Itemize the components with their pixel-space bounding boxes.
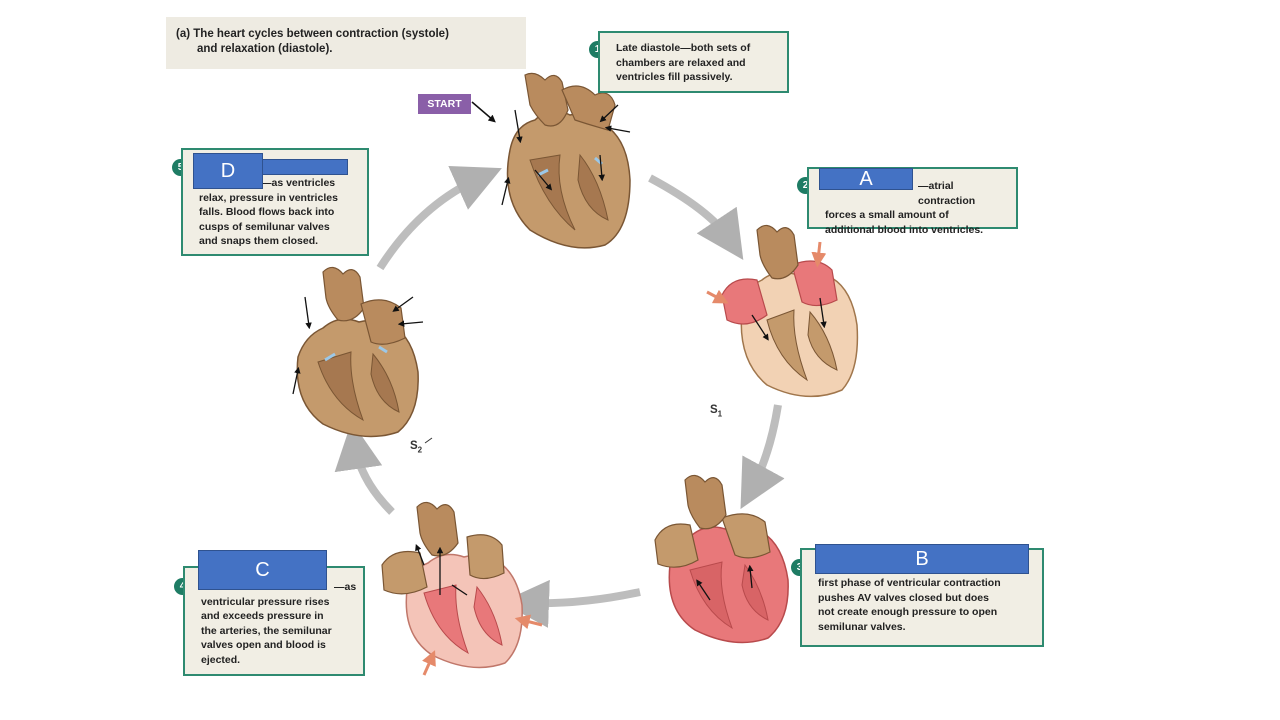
heart-ventricular-ejection	[381, 501, 543, 676]
step-4-text-line-5: valves open and blood is	[201, 639, 326, 651]
step-5-text-line-5: and snaps them closed.	[199, 235, 319, 247]
cycle-arrow-1-to-2	[648, 174, 744, 260]
step-3-text-line-3: not create enough pressure to open	[818, 606, 998, 618]
label-d-bar	[262, 159, 348, 175]
step-3-text-line-4: semilunar valves.	[818, 620, 906, 633]
step-4-text-line-4: the arteries, the semilunar	[201, 624, 332, 637]
cycle-arrow-3-to-4	[501, 579, 641, 628]
cycle-arrow-2-to-3	[740, 404, 785, 510]
step-1-text-line-1: —both sets of	[680, 42, 751, 54]
heart-atrial-systole	[706, 224, 859, 398]
step-4-text-line-1: —as	[334, 581, 357, 593]
cycle-arrow-4-to-5	[334, 421, 395, 515]
step-5-text-line-4: cusps of semilunar valves	[199, 220, 330, 233]
step-2-text-line-2: forces a small amount of	[825, 209, 949, 221]
step-4-text-line-6: ejected.	[201, 653, 241, 666]
start-arrow	[471, 101, 496, 123]
s2-subscript: 2	[417, 445, 423, 455]
label-d: D	[193, 153, 263, 189]
step-5-text-line-3: falls. Blood flows back into	[199, 206, 335, 218]
title-prefix: (a)	[176, 28, 191, 40]
heart-sound-s1: S1	[710, 404, 722, 418]
title-line-1: The heart cycles between contraction (sy…	[193, 28, 449, 40]
heart-late-diastole	[501, 72, 631, 249]
s1-subscript: 1	[717, 409, 723, 419]
step-5-text-line-2: relax, pressure in ventricles	[199, 191, 338, 204]
s2-letter: S	[410, 440, 418, 452]
step-1-text-line-3: ventricles fill passively.	[616, 71, 733, 83]
label-c: C	[198, 550, 327, 590]
step-1-heading: Late diastole	[616, 42, 681, 54]
step-1-text-line-2: chambers are relaxed and	[616, 56, 746, 69]
step-3-text-line-1: first phase of ventricular contraction	[818, 577, 1001, 589]
step-3-box: first phase of ventricular contraction p…	[800, 548, 1044, 647]
step-2-text-line-1: —atrial contraction	[918, 180, 976, 207]
label-a: A	[819, 168, 913, 190]
cycle-arrows	[334, 165, 785, 628]
s1-letter: S	[710, 404, 718, 416]
s2-tick	[424, 437, 433, 444]
heart-isovolumetric-relaxation	[292, 266, 424, 438]
step-4-text-line-3: and exceeds pressure in	[201, 610, 324, 622]
step-4-text-line-2: ventricular pressure rises	[201, 595, 330, 608]
label-b: B	[815, 544, 1029, 574]
heart-sound-s2: S2	[410, 440, 422, 454]
heart-isovolumetric-contraction	[654, 474, 789, 644]
title-line-2: and relaxation (diastole).	[197, 43, 333, 55]
figure-title: (a) The heart cycles between contraction…	[166, 17, 526, 69]
step-3-text-line-2: pushes AV valves closed but does	[818, 591, 989, 604]
step-5-text-line-1: —as ventricles	[261, 177, 336, 189]
cycle-arrow-5-to-1	[376, 165, 502, 271]
step-1-box: Late diastole—both sets of chambers are …	[598, 31, 789, 93]
start-label: START	[418, 94, 471, 114]
step-2-text-line-3: additional blood into ventricles.	[825, 223, 984, 236]
